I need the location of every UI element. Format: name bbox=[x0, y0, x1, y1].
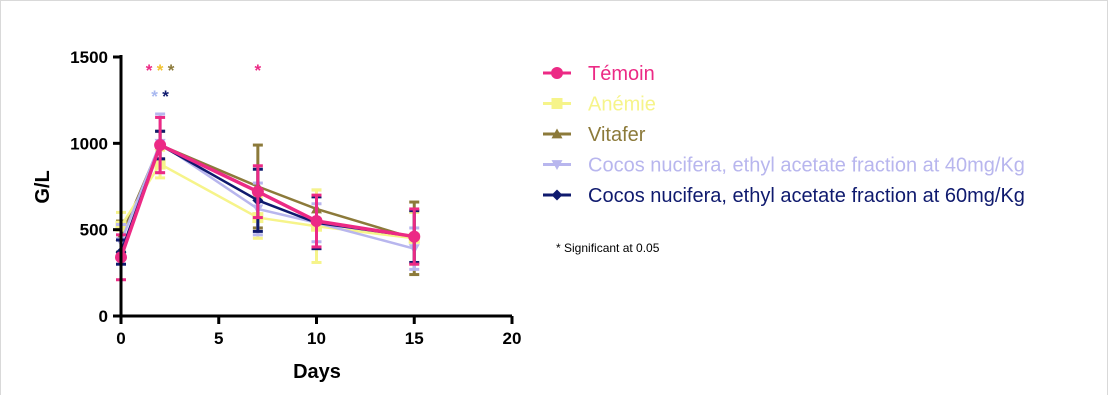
data-point bbox=[251, 185, 264, 198]
significance-star: * bbox=[151, 87, 158, 106]
legend-label: Cocos nucifera, ethyl acetate fraction a… bbox=[588, 155, 1025, 177]
legend-entry-2: Vitafer bbox=[543, 124, 646, 146]
significance-star: * bbox=[255, 61, 262, 80]
significance-star: * bbox=[146, 61, 153, 80]
x-tick-label: 10 bbox=[307, 329, 326, 348]
data-point bbox=[408, 230, 421, 243]
legend-entry-4: Cocos nucifera, ethyl acetate fraction a… bbox=[543, 185, 1025, 207]
significance-star: * bbox=[162, 87, 169, 106]
x-axis-label: Days bbox=[293, 361, 341, 383]
x-tick-label: 0 bbox=[116, 329, 125, 348]
legend-label: Témoin bbox=[588, 63, 655, 85]
legend-marker bbox=[551, 189, 563, 201]
significance-star: * bbox=[168, 61, 175, 80]
series-4 bbox=[115, 115, 421, 282]
data-point bbox=[154, 139, 167, 152]
y-tick-label: 1000 bbox=[70, 134, 108, 153]
data-point bbox=[310, 215, 323, 228]
legend-marker bbox=[551, 67, 563, 79]
legend-label: Vitafer bbox=[588, 124, 646, 146]
legend-entry-0: Témoin bbox=[543, 63, 655, 85]
series-line bbox=[119, 162, 415, 240]
legend-marker bbox=[551, 98, 563, 109]
legend-entry-1: Anémie bbox=[543, 94, 656, 116]
significance-note: * Significant at 0.05 bbox=[556, 241, 660, 255]
x-tick-label: 5 bbox=[214, 329, 223, 348]
legend-label: Cocos nucifera, ethyl acetate fraction a… bbox=[588, 185, 1025, 207]
y-axis-label: G/L bbox=[32, 170, 54, 203]
legend-marker bbox=[551, 128, 563, 139]
y-tick-label: 1500 bbox=[70, 48, 108, 67]
x-tick-label: 15 bbox=[405, 329, 424, 348]
significance-star: * bbox=[157, 61, 164, 80]
x-tick-label: 20 bbox=[503, 329, 522, 348]
legend-entry-3: Cocos nucifera, ethyl acetate fraction a… bbox=[543, 155, 1025, 177]
legend-label: Anémie bbox=[588, 94, 656, 116]
y-tick-label: 500 bbox=[80, 221, 108, 240]
y-tick-label: 0 bbox=[99, 307, 108, 326]
legend-marker bbox=[551, 160, 563, 170]
